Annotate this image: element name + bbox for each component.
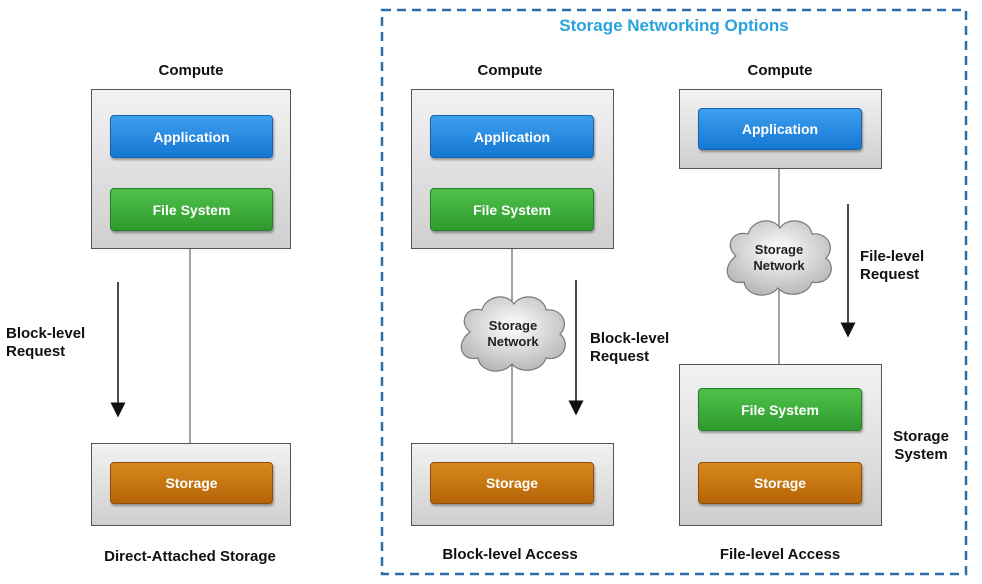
file-file-system-box: File System [698,388,862,431]
das-compute-label: Compute [158,62,224,79]
das-application-box: Application [110,115,273,158]
file-caption: File-level Access [719,546,841,563]
file-network-cloud [726,220,832,296]
file-network-label: Storage Network [753,242,805,274]
options-group-border [380,8,968,576]
diagram-title: Storage Networking Options [559,16,789,35]
block-file-system-box: File System [430,188,594,231]
block-caption: Block-level Access [442,546,578,563]
block-compute-label: Compute [477,62,543,79]
storage-system-label: Storage System [893,428,949,463]
file-application-box: Application [698,108,862,150]
block-network-label: Storage Network [487,318,539,350]
block-application-box: Application [430,115,594,158]
block-network-cloud [460,296,566,372]
das-caption: Direct-Attached Storage [104,548,276,565]
file-storage-box: Storage [698,462,862,504]
block-storage-box: Storage [430,462,594,504]
das-file-system-box: File System [110,188,273,231]
das-storage-box: Storage [110,462,273,504]
file-compute-label: Compute [747,62,813,79]
file-request-label: File-level Request [860,248,925,283]
block-request-label: Block-level Request [590,330,670,365]
das-request-label: Block-level Request [6,325,86,360]
